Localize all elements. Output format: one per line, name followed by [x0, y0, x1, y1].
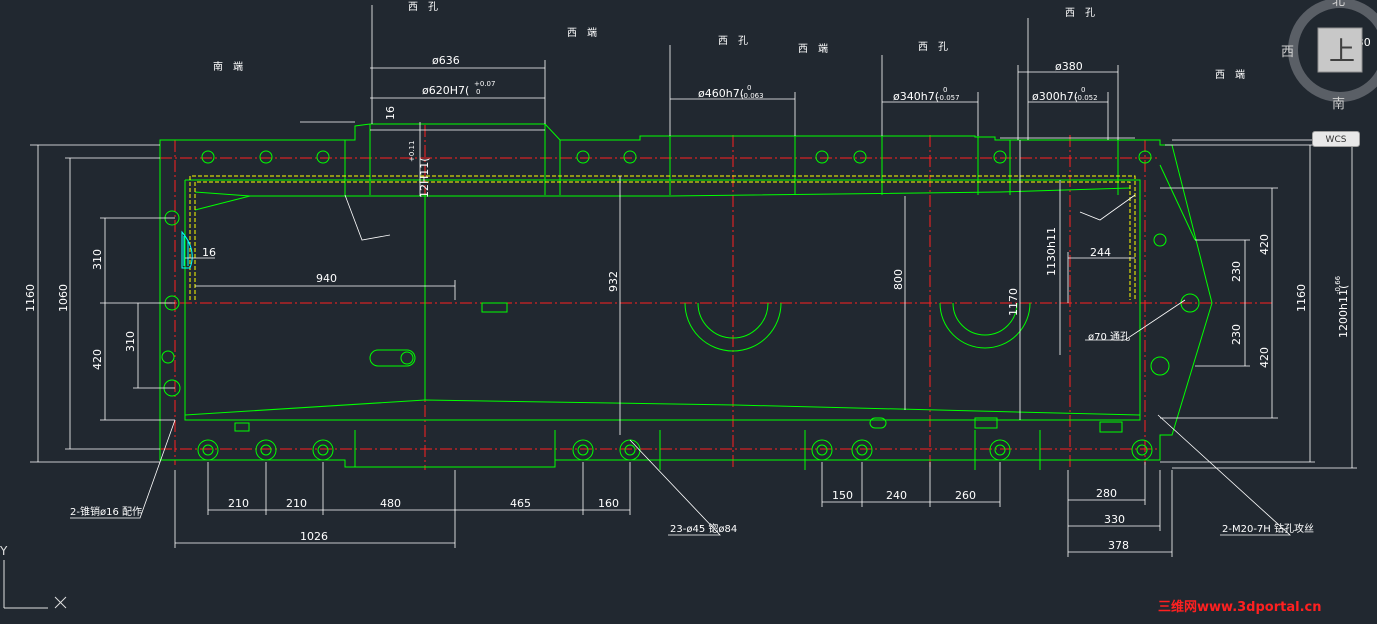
section-labels: 南 端 西 孔 西 端 西 孔 西 端 西 孔 西 孔 西 端 [213, 1, 1245, 81]
label-xi-duan-2: 西 端 [798, 42, 828, 55]
dim-800: 800 [892, 269, 905, 290]
label-nan-duan: 南 端 [213, 60, 243, 73]
dim-d636: ø636 [432, 54, 460, 67]
dim-420-r2: 420 [1258, 347, 1271, 368]
dim-d340-tol-top: 0 [943, 86, 947, 94]
dim-h260: 260 [955, 489, 976, 502]
notes: 2-锥销ø16 配作 23-ø45 锪ø84 2-M20-7H 钻孔攻丝 [70, 505, 1314, 535]
label-xi-kong-3: 西 孔 [918, 41, 948, 53]
dim-h940: 940 [316, 272, 337, 285]
dim-310-top: 310 [91, 249, 104, 270]
dim-v12h11-tol: +0.11 [408, 141, 416, 162]
dimension-lines [30, 5, 1357, 557]
dim-h378: 378 [1108, 539, 1129, 552]
part-outline [159, 123, 1213, 470]
dim-230-r1: 230 [1230, 261, 1243, 282]
dim-310-mid: 310 [124, 331, 137, 352]
dim-420-r1: 420 [1258, 234, 1271, 255]
dim-d340: ø340h7( [893, 90, 939, 103]
dim-v16: 16 [384, 106, 397, 120]
dim-d300-tol-bot: -0.052 [1075, 94, 1098, 102]
label-xi-duan-3: 西 端 [1215, 68, 1245, 81]
dim-d70: ø70 通孔 [1088, 331, 1130, 343]
dim-h1026: 1026 [300, 530, 328, 543]
dim-d460-tol-bot: -0.063 [741, 92, 764, 100]
dim-d340-tol-bot: -0.057 [937, 94, 960, 102]
dim-d620: ø620H7( [422, 84, 469, 97]
dim-1160-right: 1160 [1295, 284, 1308, 312]
dim-932: 932 [607, 271, 620, 292]
viewcube-south[interactable]: 南 [1332, 96, 1345, 112]
ucs-icon [3, 560, 67, 609]
dim-1160-left: 1160 [24, 284, 37, 312]
dim-1200-tol: -0.66 [1334, 275, 1342, 294]
dim-d460-tol-top: 0 [747, 84, 751, 92]
dim-1060: 1060 [57, 284, 70, 312]
dim-h240: 240 [886, 489, 907, 502]
wcs-button[interactable]: WCS [1312, 131, 1360, 147]
label-xi-kong-4: 西 孔 [1065, 7, 1095, 19]
viewcube-north[interactable]: 北 [1332, 0, 1345, 9]
dim-1130h11: 1130h11 [1045, 227, 1058, 276]
dim-d380: ø380 [1055, 60, 1083, 73]
dim-h16: 16 [202, 246, 216, 259]
dim-h330: 330 [1104, 513, 1125, 526]
dim-d300-tol-top: 0 [1081, 86, 1085, 94]
dim-v12h11: 12H11( [418, 157, 431, 198]
viewcube-face-label: 上 [1329, 37, 1355, 67]
hatch-detail [181, 230, 193, 269]
dim-d460: ø460h7( [698, 87, 744, 100]
dim-h280: 280 [1096, 487, 1117, 500]
viewcube-west[interactable]: 西 [1281, 45, 1294, 60]
dim-d300: ø300h7( [1032, 90, 1078, 103]
hidden-lines [189, 175, 1136, 300]
center-lines [160, 125, 1275, 470]
dim-h210b: 210 [286, 497, 307, 510]
dim-1170: 1170 [1007, 288, 1020, 316]
ucs-y-label: Y [0, 544, 8, 558]
bolt-holes [161, 150, 1200, 461]
note-right-threads: 2-M20-7H 钻孔攻丝 [1222, 522, 1314, 535]
dim-h160: 160 [598, 497, 619, 510]
viewcube[interactable]: 上 北 南 西 [1281, 0, 1377, 112]
viewcube-ring[interactable] [1288, 0, 1377, 102]
dim-h480: 480 [380, 497, 401, 510]
dim-420-left: 420 [91, 349, 104, 370]
note-left-holes: 2-锥销ø16 配作 [70, 505, 142, 518]
dim-1200h11: 1200h11( [1337, 285, 1350, 338]
note-bottom-holes: 23-ø45 锪ø84 [670, 522, 737, 535]
dim-h244: 244 [1090, 246, 1111, 259]
dim-d620-tol-bot: 0 [476, 88, 480, 96]
dim-230-r2: 230 [1230, 324, 1243, 345]
label-xi-kong-1: 西 孔 [408, 1, 438, 13]
dim-d620-tol-top: +0.07 [474, 80, 495, 88]
label-xi-duan-1: 西 端 [567, 26, 597, 39]
dimension-text: ø636 ø620H7( +0.07 0 ø460h7( 0 -0.063 ø3… [24, 36, 1371, 552]
viewcube-face[interactable] [1317, 27, 1363, 73]
label-xi-kong-2: 西 孔 [718, 35, 748, 47]
dim-h150: 150 [832, 489, 853, 502]
dim-h210a: 210 [228, 497, 249, 510]
dim-h465: 465 [510, 497, 531, 510]
watermark: 三维网www.3dportal.cn [1158, 600, 1322, 615]
